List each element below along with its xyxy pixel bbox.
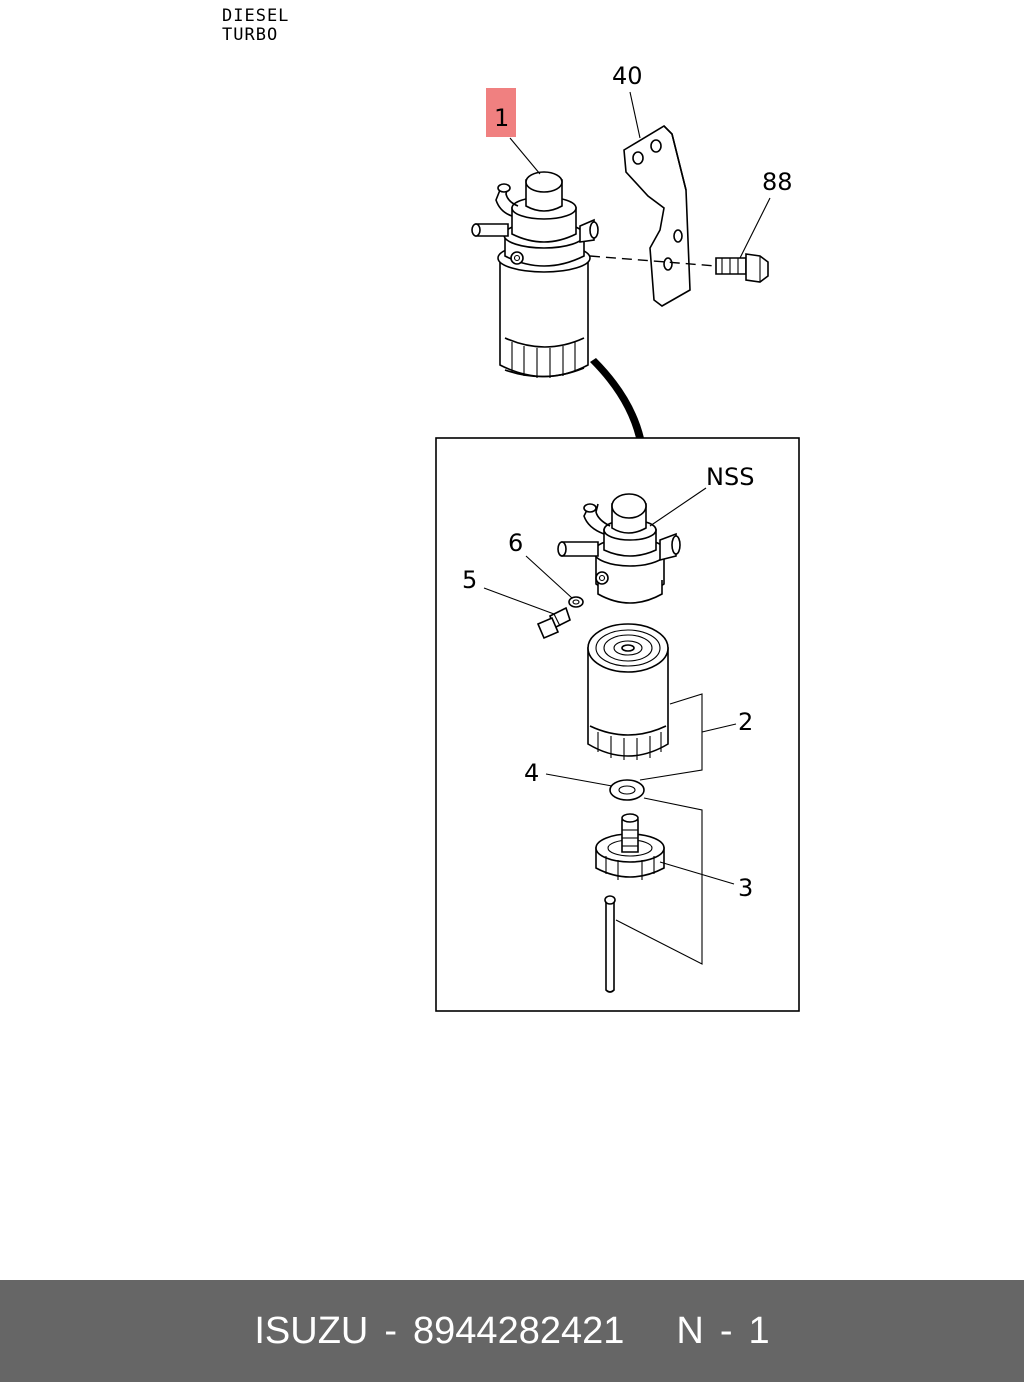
leader-nss [649,487,707,527]
leader-6 [525,555,573,599]
part-1-highlight [486,88,516,137]
mounting-bracket [623,124,691,307]
callout-3[interactable]: 3 [738,874,753,902]
leader-1 [509,137,541,175]
bolt-88 [715,253,769,283]
part-number-footer: ISUZU - 8944282421 N - 1 [0,1280,1024,1382]
footer-dash: - [384,1309,398,1352]
leader-2-tag [701,723,737,733]
parts-diagram: DIESEL TURBO [222,6,800,1012]
alignment-dash [589,255,717,267]
bolt-5 [536,606,571,640]
exploded-view-frame [435,437,800,1012]
leader-3 [659,861,735,885]
leader-88 [739,197,771,259]
leader-40 [629,91,641,139]
callout-2[interactable]: 2 [738,708,753,736]
detail-pointer [590,358,644,438]
filter-cartridge [587,623,669,760]
callout-5[interactable]: 5 [462,566,477,594]
leader-4 [545,773,613,787]
leader-5 [483,587,555,615]
filter-head-nss [557,493,681,604]
engine-label-turbo: TURBO [222,25,278,45]
washer-6 [568,596,584,608]
engine-label-diesel: DIESEL [222,6,289,26]
brand-name: ISUZU [254,1309,369,1352]
diagram-code-suffix: 1 [748,1309,770,1352]
callout-1[interactable]: 1 [494,104,509,132]
part-number: 8944282421 [413,1309,625,1352]
drain-plug-3 [595,813,665,880]
diagram-code-dash: - [719,1309,733,1352]
callout-4[interactable]: 4 [524,759,539,787]
footer-caption: ISUZU - 8944282421 N - 1 [254,1310,769,1353]
o-ring-4 [609,779,645,801]
callout-40[interactable]: 40 [612,62,643,90]
callout-nss[interactable]: NSS [706,463,754,491]
callout-88[interactable]: 88 [762,168,793,196]
leader-3-bracket [615,797,703,965]
callout-6[interactable]: 6 [508,529,523,557]
drain-tube [604,895,616,993]
fuel-filter-assembly [471,171,599,378]
diagram-code-prefix: N [676,1309,704,1352]
